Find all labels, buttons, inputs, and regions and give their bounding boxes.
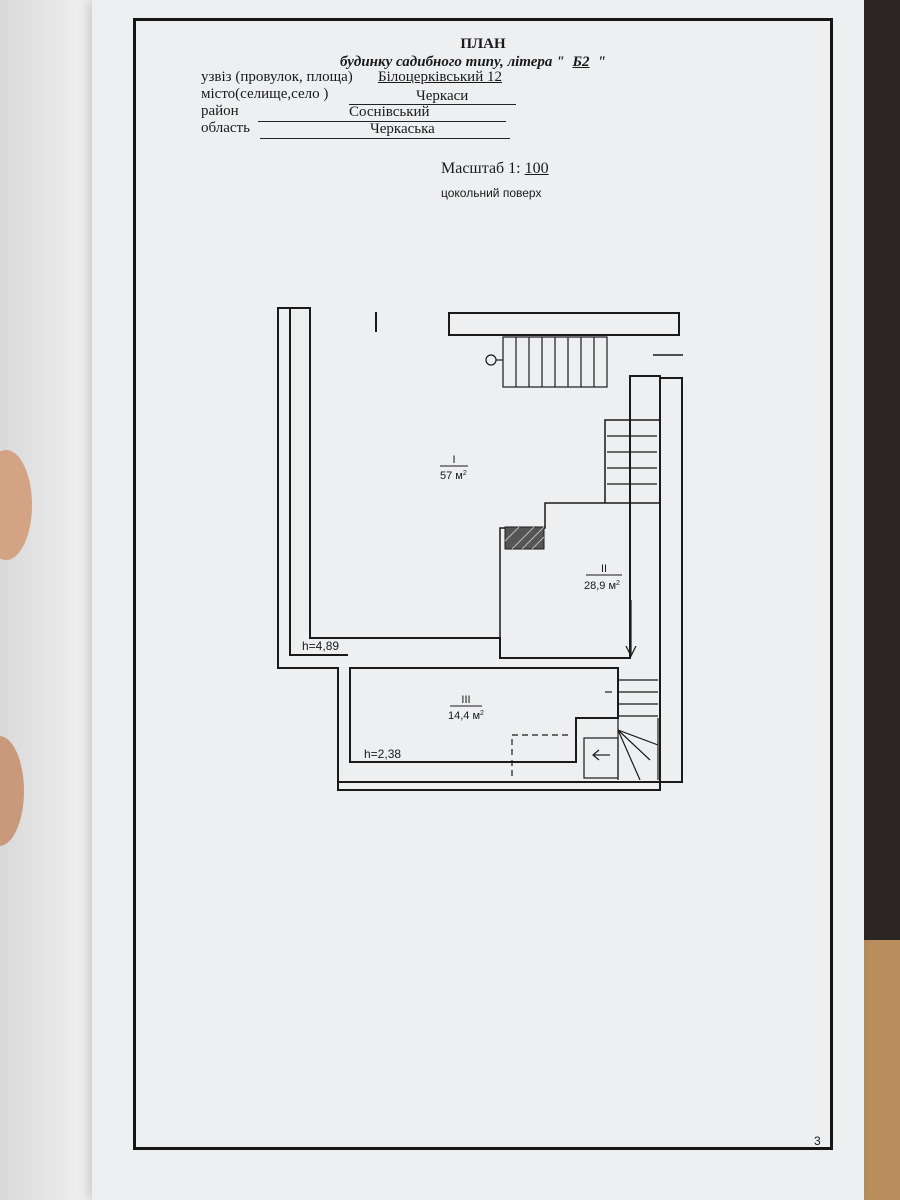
room-ii-area: 28,9 м2 <box>584 580 620 592</box>
stair-upper <box>485 336 608 388</box>
district-underline <box>258 121 506 122</box>
street-label: узвіз (провулок, площа) <box>201 69 353 85</box>
stair-right <box>607 435 657 485</box>
street-value: Білоцерківський 12 <box>378 69 502 85</box>
plan-outer-wall <box>277 307 661 791</box>
height-label-main: h=4,89 <box>302 639 339 653</box>
height-label-lower: h=2,38 <box>364 747 401 761</box>
floor-name: цокольний поверх <box>441 186 542 200</box>
document-title: ПЛАН <box>460 36 506 52</box>
city-underline <box>349 104 516 105</box>
document-subtitle: будинку садибного типу, літера " Б2 " <box>340 54 606 71</box>
room-iii-wall <box>337 377 683 783</box>
region-value: Черкаська <box>370 121 435 137</box>
room-iii-number: III <box>461 694 470 706</box>
scale-label: Масштаб 1: <box>441 160 521 177</box>
city-value: Черкаси <box>416 88 469 104</box>
document-page <box>92 0 864 1200</box>
litera-value: Б2 <box>572 54 590 70</box>
room-ii-wall <box>499 419 660 658</box>
dashed-opening <box>511 734 568 778</box>
hatched-column <box>504 526 545 550</box>
room-ii-number: II <box>601 563 607 575</box>
page-number: 3 <box>814 1134 821 1148</box>
region-label: область <box>201 120 250 136</box>
district-value: Соснівський <box>349 104 430 120</box>
region-underline <box>260 138 510 139</box>
top-slab <box>448 312 680 336</box>
subtitle-suffix: " <box>597 54 606 70</box>
city-label: місто(селище,село ) <box>201 86 329 102</box>
scale-line: Масштаб 1: 100 <box>441 160 549 178</box>
scale-value: 100 <box>524 160 549 177</box>
room-i-number: I <box>452 454 455 466</box>
subtitle-prefix: будинку садибного типу, літера " <box>340 54 565 70</box>
room-iii-area: 14,4 м2 <box>448 710 484 722</box>
stair-lower <box>583 679 659 781</box>
page-frame <box>133 18 833 1150</box>
district-label: район <box>201 103 239 119</box>
room-i-area: 57 м2 <box>440 470 467 482</box>
plan-inner-wall <box>289 307 348 656</box>
